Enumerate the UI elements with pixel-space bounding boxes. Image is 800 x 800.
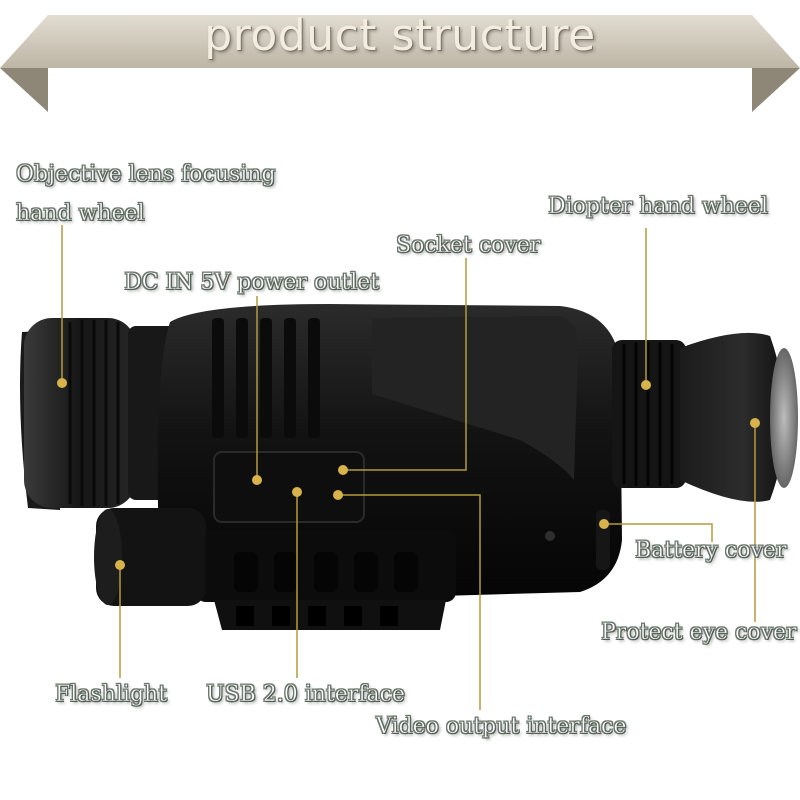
label-objective-lens-line2: hand wheel xyxy=(16,201,145,227)
label-video-out: Video output interface xyxy=(376,714,627,740)
label-objective-lens-line1: Objective lens focusing xyxy=(16,162,276,188)
label-dc-in: DC IN 5V power outlet xyxy=(124,270,380,296)
device-body xyxy=(157,304,622,630)
banner-fold-right xyxy=(752,68,800,112)
eyepiece xyxy=(612,332,798,502)
banner-body xyxy=(0,15,800,68)
label-battery-cover: Battery cover xyxy=(635,538,787,564)
label-protect-eye: Protect eye cover xyxy=(601,620,797,646)
label-socket-cover: Socket cover xyxy=(396,233,541,259)
page-title: product structure xyxy=(204,10,596,61)
objective-lens xyxy=(20,318,178,510)
label-usb: USB 2.0 interface xyxy=(206,682,405,708)
banner: product structure xyxy=(0,0,800,112)
banner-ribbon xyxy=(0,15,800,112)
flashlight-barrel xyxy=(94,508,206,606)
banner-fold-left xyxy=(0,68,48,112)
label-flashlight: Flashlight xyxy=(55,682,168,708)
label-diopter: Diopter hand wheel xyxy=(548,194,768,220)
